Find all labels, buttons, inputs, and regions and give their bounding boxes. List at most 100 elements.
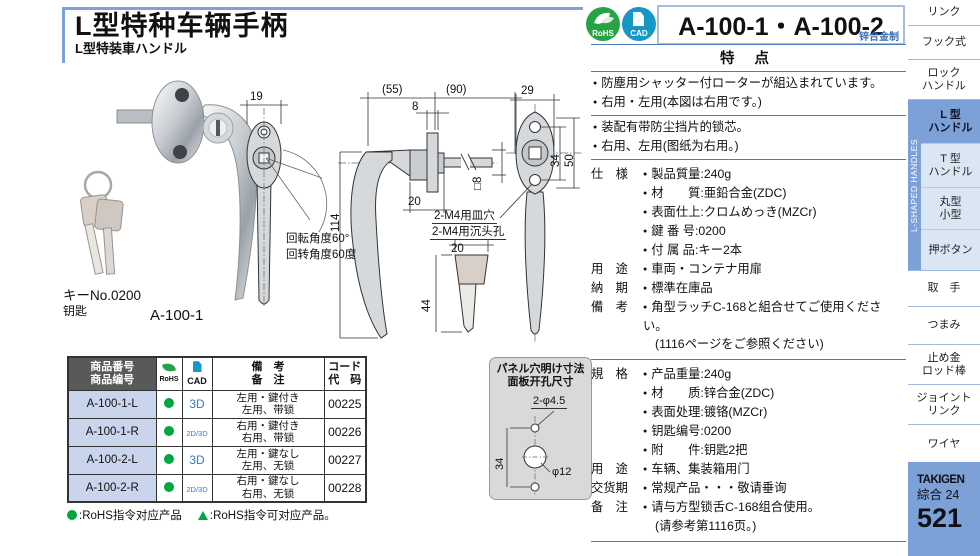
panel-dim-pitch: 34 [494,457,506,470]
product-code: A-100-1・A-100-2 [678,13,884,41]
rohs-cell [155,389,183,419]
sidebar-item-push-button[interactable]: 押ボタン [921,230,980,270]
rohs-compliant-dot [164,454,174,464]
feature-item: 防塵用シャッター付ローターが組込まれています。 [593,74,906,93]
parts-table: 商品番号商品编号 RoHS CAD 備 考备 注 コード代 码 A-100-1-… [67,356,367,503]
cad-cell: 3D [181,445,213,475]
dim-label-50: 50 [564,154,576,167]
cad-download-link[interactable]: 3D [189,453,205,467]
sidebar-item-link[interactable]: リンク [908,0,980,26]
catalog-number: 綜合 24 [917,488,960,502]
use-item: 車両・コンテナ用扉 [643,260,906,279]
cad-download-link[interactable]: 2D/3D [186,429,208,438]
spec-item: 产品重量:240g [643,365,906,384]
sidebar-item-lock-handle[interactable]: ロックハンドル [908,60,980,100]
spec-column: 特 点 防塵用シャッター付ローターが組込まれています。 右用・左用(本図は右用で… [591,44,906,542]
table-row: A-100-2-R 2D/3D 右用・鍵なし右用、无锁 00228 [67,473,367,503]
cad-cell: 2D/3D [181,473,213,503]
rotation-angle-cn: 回转角度60度 [286,249,357,261]
note-cell: 左用・鍵付き左用、带锁 [211,389,325,419]
product-photo [80,80,258,301]
document-icon [633,12,644,26]
rohs-cell [155,473,183,503]
panel-title-jp: パネル穴明け寸法 [496,363,585,375]
sidebar-item-catch-rod[interactable]: 止め金ロッド棒 [908,345,980,385]
cad-cell: 3D [181,389,213,419]
col-header-note: 備 考备 注 [211,356,325,391]
code-cell: 00228 [323,473,367,503]
sidebar-item-hook[interactable]: フック式 [908,26,980,60]
note-label: 备 注 [591,500,628,514]
feature-item: 装配有带防尘挡片的锁芯。 [593,118,906,137]
countersink-label-cn: 2-M4用沉头孔 [430,226,507,240]
dim-label-34: 34 [550,154,562,167]
use-item: 车辆、集装箱用门 [643,460,906,479]
legend-text: :RoHS指令对应产品 [79,510,182,522]
features-title: 特 点 [719,51,778,67]
note-label: 備 考 [591,300,628,314]
divider [591,71,906,72]
sidebar-item-t-handle[interactable]: T 型ハンドル [921,144,980,188]
spec-item: 表面处理:镀铬(MZCr) [643,403,906,422]
spec-item: 付 属 品:キー2本 [643,241,906,260]
sidebar-item-pull-handle[interactable]: 取 手 [908,271,980,307]
spec-item: 鍵 番 号:0200 [643,222,906,241]
sidebar-item-joint-link[interactable]: ジョイントリンク [908,385,980,425]
countersink-label-jp: 2-M4用皿穴 [432,210,497,224]
dim-label-29: 29 [521,85,534,97]
sidebar-group-handles: L-SHAPED HANDLES L 型ハンドル T 型ハンドル 丸型小型 押ボ… [908,100,980,271]
rohs-compliant-dot [164,398,174,408]
spec-label: 規 格 [591,367,628,381]
green-triangle-marker [197,510,208,520]
divider [591,44,906,45]
spec-item: 材 質:亜鉛合金(ZDC) [643,184,906,203]
spec-item: 材 质:锌合金(ZDC) [643,384,906,403]
category-sidebar: リンク フック式 ロックハンドル L-SHAPED HANDLES L 型ハンド… [908,0,980,556]
cad-icon: CAD [622,7,656,41]
rohs-icon: RoHS [586,7,620,41]
model-cell: A-100-1-L [67,389,157,419]
rohs-compliant-dot [164,481,174,492]
feature-item: 右用、左用(图纸为右用。) [593,137,906,156]
delivery-label: 納 期 [591,281,628,295]
delivery-item: 標準在庫品 [643,279,906,298]
page-number: 521 [917,503,963,533]
use-label: 用 途 [591,262,628,276]
spec-label: 仕 様 [591,167,628,181]
key-number-label-jp: キーNo.0200 [63,288,142,303]
cad-download-link[interactable]: 3D [189,397,205,411]
note-cell: 左用・鍵なし左用、无锁 [211,445,325,475]
col-header-code: コード代 码 [323,356,367,391]
col-header-cad: CAD [181,356,213,391]
spec-block-cn: 規 格 产品重量:240g 材 质:锌合金(ZDC) 表面处理:镀铬(MZCr)… [591,360,906,541]
photo-caption: A-100-1 [150,307,204,324]
table-row: A-100-1-L 3D 左用・鍵付き左用、带锁 00225 [67,389,367,419]
code-cell: 00226 [323,417,367,447]
rohs-cell [155,445,183,475]
spec-item: 钥匙编号:0200 [643,422,906,441]
note-cont: (1116ページをご参照ください) [655,337,824,351]
rotation-angle-jp: 回転角度60° [286,233,350,245]
dim-label-90: (90) [446,84,467,96]
divider [591,159,906,160]
note-cell: 右用・鍵なし右用、无锁 [211,473,325,503]
material-note: 锌合金制 [859,32,899,43]
feature-item: 右用・左用(本図は右用です。) [593,93,906,112]
divider [591,541,906,542]
panel-drilling-box: パネル穴明け寸法 面板开孔尺寸 2-φ4.5 34 φ12 [489,357,592,500]
dim-label-sq8: □8 [472,176,484,190]
note-cont: (请参考第1116页。) [655,519,757,533]
sidebar-item-wire[interactable]: ワイヤ [927,437,961,450]
rohs-legend: :RoHS指令对应产品 :RoHS指令可对应产品。 [67,507,336,523]
leaf-icon [162,361,176,374]
sidebar-item-round-small[interactable]: 丸型小型 [921,188,980,230]
table-row: A-100-1-R 2D/3D 右用・鍵付き右用、带锁 00226 [67,417,367,447]
sidebar-item-l-handle[interactable]: L 型ハンドル [921,100,980,144]
divider [591,359,906,360]
page-footer-tab: TAKIGEN 綜合 24 521 [908,462,980,556]
cad-icon-label: CAD [630,29,648,38]
key-drawing [435,240,494,333]
sidebar-item-knob[interactable]: つまみ [908,307,980,345]
cad-download-link[interactable]: 2D/3D [186,484,208,494]
